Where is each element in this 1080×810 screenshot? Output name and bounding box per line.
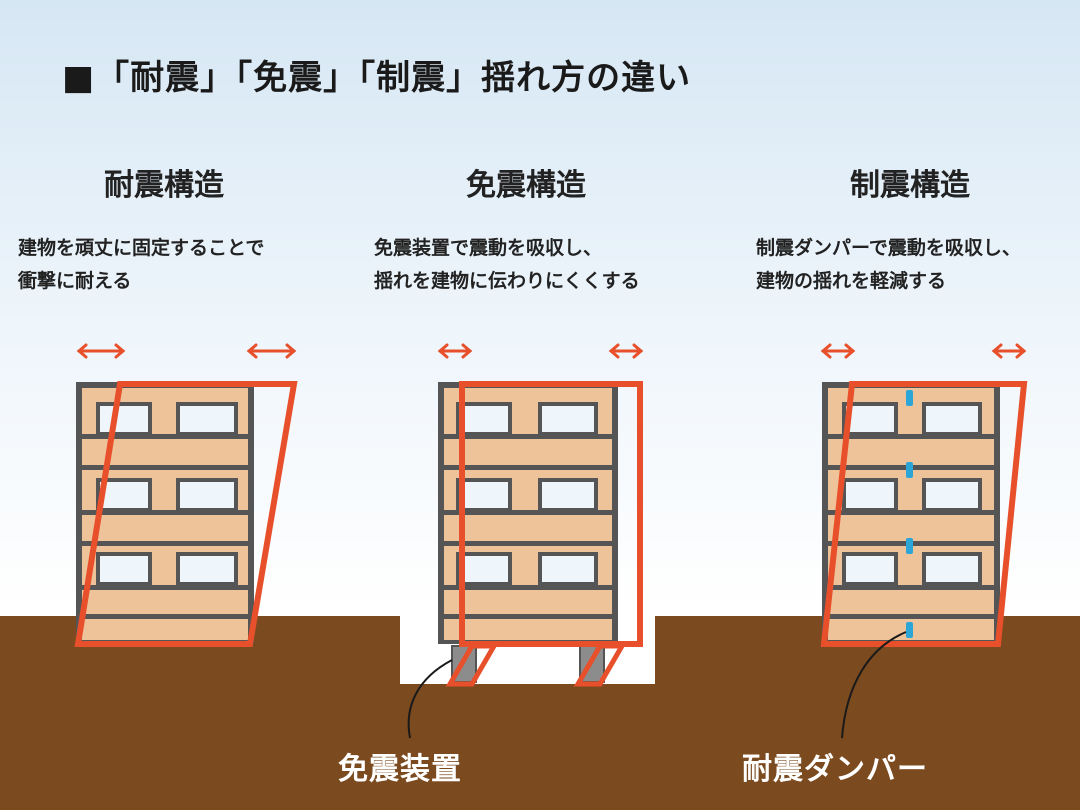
desc-line: 建物を頑丈に固定することで: [18, 237, 265, 259]
building-windows: [96, 402, 238, 586]
isolator-sway-lines: [445, 643, 627, 687]
sway-arrow-left: [437, 343, 473, 359]
building-taishin: [74, 343, 298, 647]
heading-taishin: 耐震構造: [104, 168, 224, 203]
damper-callout-line: [841, 631, 907, 739]
desc-line: 揺れを建物に伝わりにくくする: [374, 270, 640, 292]
sway-outline: [820, 381, 1028, 647]
building-menshin: [407, 343, 644, 739]
damper-label: 耐震ダンパー: [742, 752, 928, 787]
sway-arrow-right: [608, 343, 644, 359]
page-title: ■「耐震」「免震」「制震」揺れ方の違い: [62, 58, 692, 98]
desc-line: 免震装置で震動を吸収し、: [374, 237, 603, 259]
desc-line: 制震ダンパーで震動を吸収し、: [756, 237, 1021, 259]
isolator-label: 免震装置: [338, 752, 462, 787]
desc-seishin: 制震ダンパーで震動を吸収し、 建物の揺れを軽減する: [756, 232, 1080, 298]
sway-outline: [459, 381, 643, 647]
sway-arrow-left: [820, 343, 856, 359]
dampers: [906, 390, 913, 638]
building-seishin: [820, 343, 1028, 739]
sway-outline: [74, 381, 298, 647]
desc-line: 衝撃に耐える: [18, 270, 132, 292]
building-windows: [842, 402, 982, 586]
desc-line: 建物の揺れを軽減する: [756, 270, 947, 292]
isolator-callout-line: [407, 659, 453, 739]
desc-taishin: 建物を頑丈に固定することで 衝撃に耐える: [18, 232, 358, 298]
desc-menshin: 免震装置で震動を吸収し、 揺れを建物に伝わりにくくする: [374, 232, 714, 298]
building-windows: [456, 402, 598, 586]
heading-menshin: 免震構造: [466, 168, 586, 203]
sway-arrow-left: [76, 343, 126, 359]
sway-arrow-right: [991, 343, 1027, 359]
ground: [0, 616, 1080, 810]
heading-seishin: 制震構造: [850, 168, 970, 203]
sway-arrow-right: [246, 343, 297, 359]
